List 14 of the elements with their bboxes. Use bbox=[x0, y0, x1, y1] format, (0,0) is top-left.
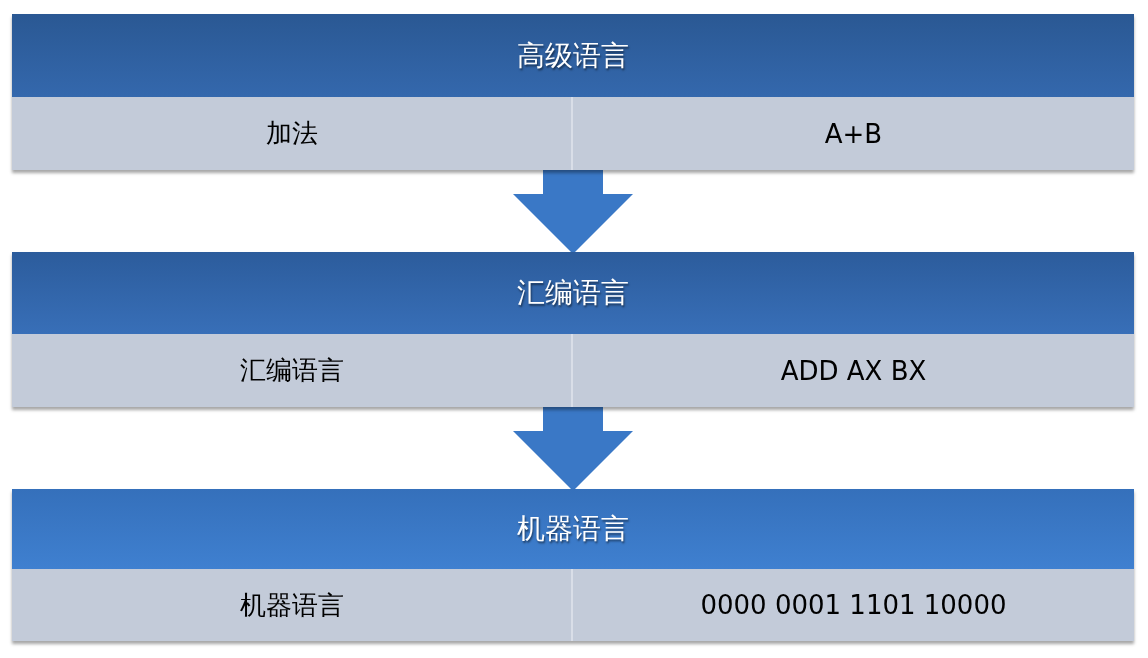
header-band: 高级语言 bbox=[12, 14, 1134, 97]
table-cell: ADD AX BX bbox=[571, 334, 1134, 407]
table-cell: 加法 bbox=[12, 97, 571, 170]
header-band: 汇编语言 bbox=[12, 252, 1134, 334]
table-cell: A+B bbox=[571, 97, 1134, 170]
table-cell: 0000 0001 1101 10000 bbox=[571, 569, 1134, 641]
table-block bbox=[12, 14, 1134, 170]
table-cell: 汇编语言 bbox=[12, 334, 571, 407]
header-band: 机器语言 bbox=[12, 489, 1134, 569]
table-block bbox=[12, 252, 1134, 407]
table-block bbox=[12, 489, 1134, 641]
block-arrow bbox=[513, 407, 633, 491]
table-cell: 机器语言 bbox=[12, 569, 571, 641]
block-arrow bbox=[513, 170, 633, 254]
